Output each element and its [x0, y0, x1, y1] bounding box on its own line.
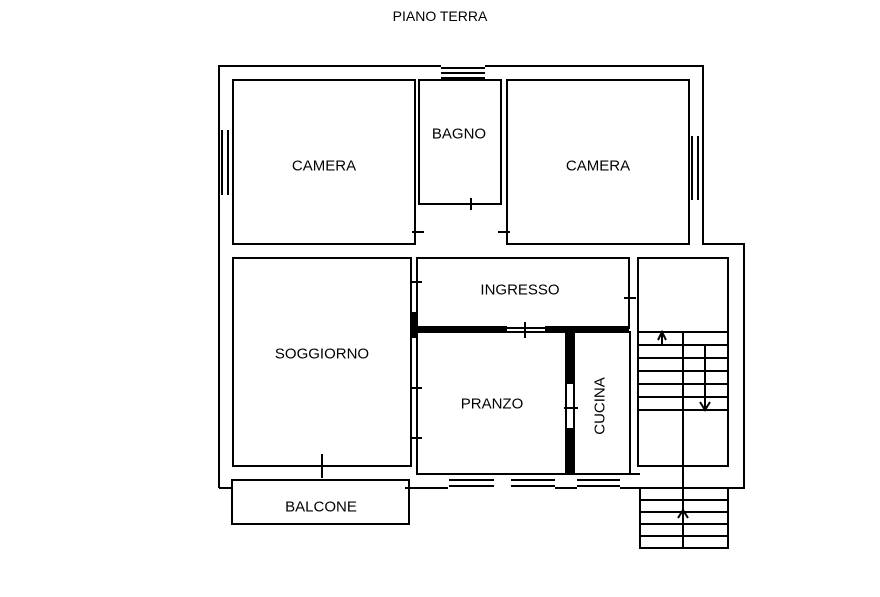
room-label-pranzo: PRANZO: [460, 395, 524, 413]
room-ingresso-walls: [416, 257, 630, 329]
room-label-camera-right: CAMERA: [565, 157, 631, 175]
door-marks: [321, 198, 636, 478]
room-camera-right-walls: [506, 79, 690, 245]
stair-arrow-up: [677, 508, 689, 548]
bottom-wall: [219, 465, 728, 489]
room-label-balcone: BALCONE: [285, 498, 357, 516]
wall-fill-ingresso-stub2: [545, 326, 629, 332]
wall-fill-cucina-left: [566, 332, 574, 384]
room-label-camera-left: CAMERA: [291, 157, 357, 175]
room-label-ingresso: INGRESSO: [480, 281, 560, 299]
room-label-bagno: BAGNO: [431, 125, 487, 143]
stair-treads: [638, 331, 728, 466]
room-label-cucina: CUCINA: [591, 377, 609, 435]
room-label-soggiorno: SOGGIORNO: [274, 345, 370, 363]
wall-fill-ingresso-stub: [417, 326, 507, 332]
wall-fill-cucina-left2: [566, 428, 574, 474]
stair-arrow-top: [657, 329, 667, 345]
wall-fill-left-ingresso: [411, 312, 417, 338]
room-camera-left-walls: [232, 79, 416, 245]
stair-arrow-down: [699, 345, 711, 412]
floor-title: PIANO TERRA: [392, 8, 488, 24]
balcony-outline: [231, 479, 410, 525]
